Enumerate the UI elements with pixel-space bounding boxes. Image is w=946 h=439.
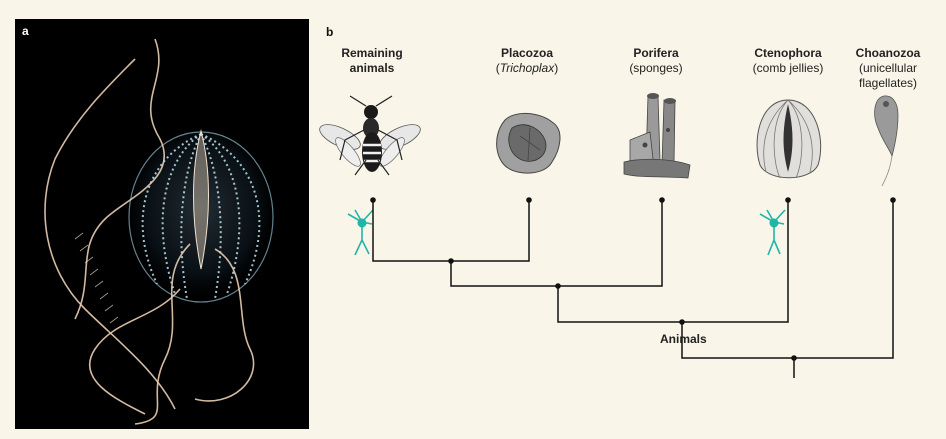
taxon-name: Choanozoa (855, 46, 921, 60)
wasp-icon (319, 95, 421, 176)
clade-label-animals: Animals (660, 332, 707, 346)
taxon-description: (Trichoplax) (495, 61, 559, 75)
comb-jelly-illustration (44, 38, 274, 425)
taxon-name: Porifera (633, 46, 679, 60)
taxon-description: (unicellular flagellates) (858, 61, 918, 90)
taxon-porifera: Porifera (sponges) (614, 46, 698, 76)
taxon-name: Remaining animals (341, 46, 403, 75)
taxon-choanozoa: Choanozoa (unicellular flagellates) (846, 46, 930, 91)
taxon-remaining-animals: Remaining animals (330, 46, 414, 76)
comb-jelly-icon (756, 99, 822, 179)
taxon-placozoa: Placozoa (Trichoplax) (482, 46, 572, 76)
trichoplax-icon (496, 113, 561, 174)
taxon-name: Placozoa (500, 46, 554, 60)
tree-nodes (370, 197, 896, 361)
tree-branches (372, 200, 894, 378)
panel-b-label: b (326, 25, 334, 39)
neuron-icon (759, 209, 786, 256)
taxon-description: (comb jellies) (752, 61, 824, 75)
taxon-description: (sponges) (629, 61, 683, 75)
panel-a-label: a (22, 24, 29, 38)
neuron-icon (347, 209, 374, 256)
choanoflagellate-icon (874, 95, 899, 187)
taxon-ctenophora: Ctenophora (comb jellies) (738, 46, 838, 76)
sponge-icon (623, 93, 691, 179)
ctenophore-photo: a (15, 19, 309, 429)
taxon-name: Ctenophora (754, 46, 822, 60)
